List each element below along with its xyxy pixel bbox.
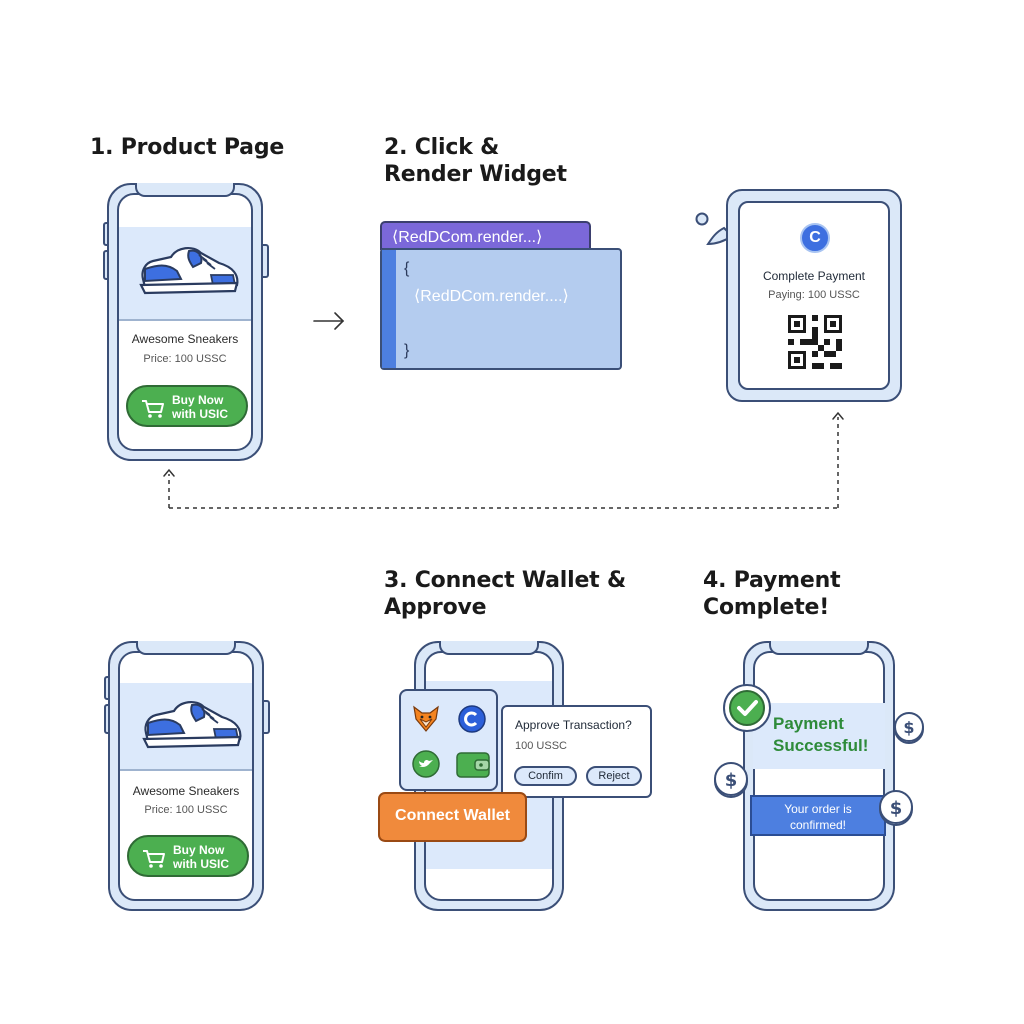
phone-notch — [136, 641, 236, 655]
product-name: Awesome Sneakers — [131, 332, 239, 346]
cart-icon — [143, 850, 165, 868]
phone-notch — [769, 641, 869, 655]
dollar-coin-icon: $ — [894, 712, 924, 744]
phone-product-page: Awesome Sneakers Price: 100 USSC Buy Now… — [107, 183, 263, 461]
bird-wallet-icon[interactable] — [411, 749, 441, 779]
cart-icon — [142, 400, 164, 418]
coinbase-icon[interactable] — [457, 704, 487, 734]
svg-text:$: $ — [890, 798, 903, 819]
payment-successful-text: Payment Successful! — [773, 714, 869, 755]
dollar-coin-icon: $ — [879, 790, 913, 826]
widget-code-tab: ⟨RedDCom.render...⟩ — [380, 221, 591, 250]
arrow-right-icon — [313, 312, 345, 330]
approve-title: Approve Transaction? — [515, 718, 632, 732]
approve-transaction-dialog: Approve Transaction? 100 USSC Confim Rej… — [501, 705, 652, 798]
buy-now-label: Buy Now with USIC — [173, 843, 229, 871]
phone-screen — [753, 651, 885, 901]
payment-card: C Complete Payment Paying: 100 USSC — [726, 189, 902, 402]
fox-wallet-icon[interactable] — [411, 703, 441, 733]
wallet-selector — [399, 689, 498, 791]
divider — [120, 769, 252, 771]
phone-product-page-2: Awesome Sneakers Price: 100 USSC Buy Now… — [108, 641, 264, 911]
order-confirmed-text: Your order is confirmed! — [784, 802, 852, 832]
product-image — [120, 683, 252, 769]
payment-card-inner: C Complete Payment Paying: 100 USSC — [738, 201, 890, 390]
svg-text:$: $ — [725, 770, 738, 791]
phone-screen: Awesome Sneakers Price: 100 USSC Buy Now… — [117, 193, 253, 451]
payment-title: Complete Payment — [762, 269, 866, 283]
buy-now-label: Buy Now with USIC — [172, 393, 228, 421]
widget-code-box: { ⟨RedDCom.render....⟩ } — [380, 248, 622, 370]
code-line: } — [404, 342, 410, 359]
check-circle-icon — [723, 684, 771, 732]
code-line: ⟨RedDCom.render....⟩ — [414, 288, 569, 305]
step-3-title: 3. Connect Wallet & Approve — [384, 568, 626, 620]
order-confirmed-banner: Your order is confirmed! — [750, 795, 886, 836]
reject-button[interactable]: Reject — [586, 766, 642, 786]
code-line: { — [404, 260, 410, 277]
product-name: Awesome Sneakers — [132, 784, 240, 798]
code-gutter — [382, 250, 396, 368]
buy-now-button[interactable]: Buy Now with USIC — [126, 385, 248, 427]
qr-code-icon — [788, 315, 842, 369]
step-1-title: 1. Product Page — [90, 135, 285, 160]
dollar-coin-icon: $ — [714, 762, 748, 798]
confirm-button[interactable]: Confim — [514, 766, 577, 786]
payment-amount: Paying: 100 USSC — [768, 289, 860, 301]
coin-c-icon: C — [800, 223, 830, 253]
wallet-icon[interactable] — [455, 749, 491, 779]
product-price: Price: 100 USSC — [144, 804, 228, 816]
phone-notch — [439, 641, 539, 655]
payment-successful-banner: Payment Successful! — [753, 703, 885, 769]
connect-wallet-button[interactable]: Connect Wallet — [378, 792, 527, 842]
svg-text:$: $ — [903, 718, 914, 737]
dashed-loop-connector — [168, 417, 839, 509]
step-4-title: 4. Payment Complete! — [703, 568, 841, 620]
product-image — [119, 227, 251, 319]
approve-amount: 100 USSC — [515, 740, 567, 752]
sneaker-icon — [142, 701, 242, 749]
step-2-title: 2. Click & Render Widget — [384, 135, 567, 187]
buy-now-button[interactable]: Buy Now with USIC — [127, 835, 249, 877]
divider — [119, 319, 251, 321]
phone-screen: Awesome Sneakers Price: 100 USSC Buy Now… — [118, 651, 254, 901]
phone-notch — [135, 183, 235, 197]
sneaker-icon — [139, 247, 239, 295]
product-price: Price: 100 USSC — [143, 353, 227, 365]
